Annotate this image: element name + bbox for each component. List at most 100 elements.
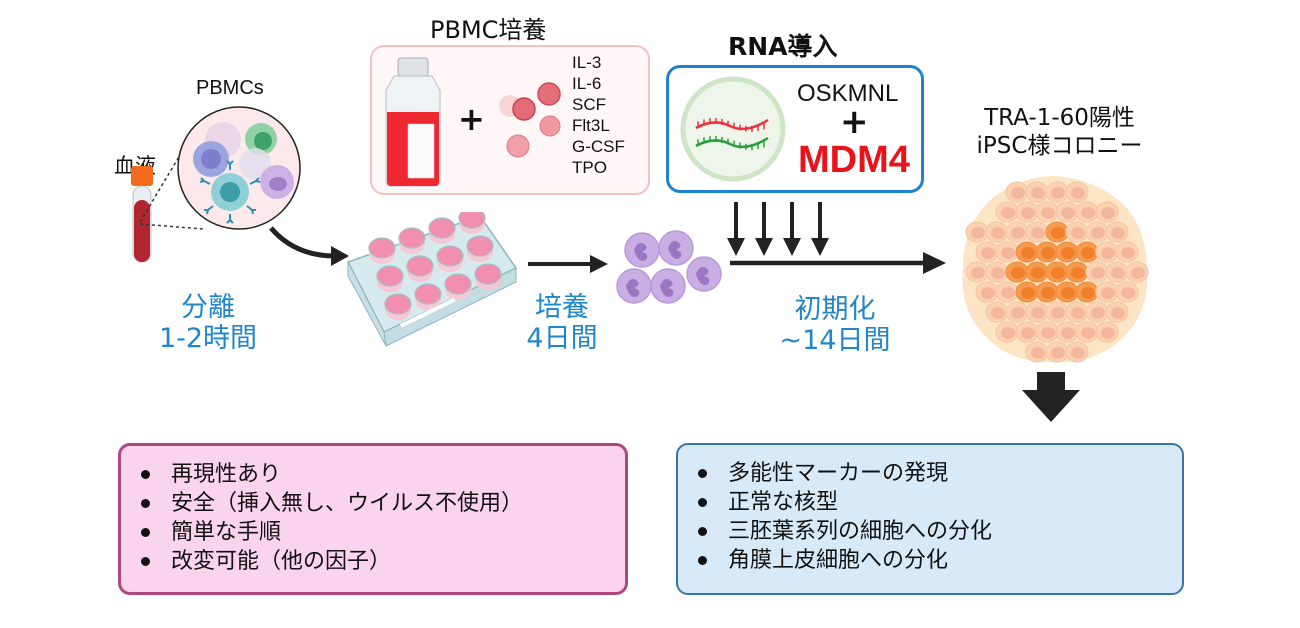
- colony-cell-nucleus: [1081, 207, 1095, 219]
- well-top: [414, 283, 442, 305]
- colony-cell-nucleus: [1021, 247, 1035, 259]
- advantage-item: 簡単な手順: [141, 518, 625, 547]
- isolation-label: 分離 1-2時間: [158, 292, 258, 354]
- colony-cell-nucleus: [1081, 247, 1095, 259]
- bullet-icon: [141, 528, 150, 537]
- advantage-item: 再現性あり: [141, 460, 625, 489]
- colony-cell-nucleus: [1071, 187, 1085, 199]
- arrow-down-head: [811, 238, 829, 256]
- colony-cell-nucleus: [1001, 247, 1015, 259]
- colony-cell-nucleus: [1061, 207, 1075, 219]
- plus-icon: +: [458, 100, 485, 138]
- colony-cell-nucleus: [1071, 227, 1085, 239]
- advantage-item: 安全（挿入無し、ウイルス不使用）: [141, 489, 625, 518]
- result-text: 多能性マーカーの発現: [728, 461, 949, 486]
- colony-cell-nucleus: [1071, 347, 1085, 359]
- bullet-icon: [141, 557, 150, 566]
- granulocyte-nucleus: [626, 278, 640, 297]
- bullet-icon: [698, 527, 707, 536]
- ipsc-colony-icon: [962, 176, 1149, 363]
- colony-cell-nucleus: [1061, 287, 1075, 299]
- bullet-icon: [698, 469, 707, 478]
- advantages-box: 再現性あり 安全（挿入無し、ウイルス不使用） 簡単な手順 改変可能（他の因子）: [118, 443, 628, 595]
- culture-duration: 4日間: [526, 323, 598, 354]
- mdm4-label: MDM4: [798, 139, 910, 181]
- colony-type: iPSC様コロニー: [976, 133, 1143, 159]
- colony-cell-nucleus: [1041, 207, 1055, 219]
- well-top: [474, 263, 502, 285]
- reprogramming-label: 初期化 ~14日間: [775, 294, 895, 356]
- colony-cell-nucleus: [991, 307, 1005, 319]
- advantage-text: 改変可能（他の因子）: [171, 549, 392, 574]
- bullet-icon: [141, 499, 150, 508]
- cytokine-item: TPO: [572, 158, 607, 177]
- result-item: 角膜上皮細胞への分化: [698, 546, 1182, 575]
- colony-cell-nucleus: [1001, 287, 1015, 299]
- colony-cell-nucleus: [1101, 207, 1115, 219]
- colony-marker: TRA-1-60陽性: [984, 105, 1135, 131]
- culture-step: 培養: [535, 292, 589, 323]
- granulocyte-nucleus: [668, 240, 682, 259]
- colony-cell-nucleus: [1031, 347, 1045, 359]
- result-text: 正常な核型: [728, 490, 839, 515]
- pbmcs-label: PBMCs: [196, 77, 264, 99]
- arrow-down-head: [727, 238, 745, 256]
- colony-cell-nucleus: [1031, 307, 1045, 319]
- results-box: 多能性マーカーの発現 正常な核型 三胚葉系列の細胞への分化 角膜上皮細胞への分化: [676, 443, 1184, 595]
- colony-cell-nucleus: [1121, 287, 1135, 299]
- colony-cell-nucleus: [1091, 227, 1105, 239]
- well-top: [436, 245, 464, 267]
- advantage-text: 簡単な手順: [171, 520, 282, 545]
- colony-cell-nucleus: [1111, 227, 1125, 239]
- cytokine-item: SCF: [572, 95, 606, 114]
- result-item: 多能性マーカーの発現: [698, 459, 1182, 488]
- colony-cell-nucleus: [1111, 307, 1125, 319]
- result-text: 三胚葉系列の細胞への分化: [728, 519, 993, 544]
- well-top: [458, 212, 486, 229]
- cytokine-item: Flt3L: [572, 116, 610, 135]
- transfection-arrows: [727, 202, 946, 274]
- colony-cell-nucleus: [1021, 287, 1035, 299]
- granulocyte-nucleus: [634, 242, 648, 261]
- granulocyte-nucleus: [660, 278, 674, 297]
- colony-cell-nucleus: [1101, 287, 1115, 299]
- colony-cell-nucleus: [981, 247, 995, 259]
- well-top: [428, 217, 456, 239]
- colony-cell-nucleus: [1001, 207, 1015, 219]
- colony-cell-nucleus: [1041, 247, 1055, 259]
- well-top: [398, 227, 426, 249]
- rna-transfection-title: RNA導入: [728, 32, 838, 61]
- well-top: [406, 255, 434, 277]
- well-plate-icon: [346, 212, 518, 347]
- arrow-down-head: [755, 238, 773, 256]
- bullet-icon: [141, 470, 150, 479]
- mrna-vesicle-icon: [680, 76, 786, 182]
- oskmnl-label: OSKMNL: [797, 80, 899, 107]
- curved-arrow-icon: [269, 226, 349, 266]
- colony-cell-nucleus: [1051, 307, 1065, 319]
- colony-cell-nucleus: [1041, 327, 1055, 339]
- well-top: [444, 273, 472, 295]
- colony-cell-nucleus: [1031, 267, 1045, 279]
- pbmc-culture-title: PBMC培養: [430, 16, 547, 44]
- colony-cell-nucleus: [1031, 227, 1045, 239]
- colony-cell-nucleus: [1051, 267, 1065, 279]
- colony-label: TRA-1-60陽性 iPSC様コロニー: [962, 104, 1157, 160]
- colony-cell-nucleus: [1011, 267, 1025, 279]
- cytokine-item: IL-3: [572, 53, 602, 72]
- colony-cell-nucleus: [1021, 207, 1035, 219]
- cytokine-list: IL-3 IL-6 SCF Flt3L G-CSF TPO: [572, 52, 625, 178]
- colony-cell-nucleus: [1051, 187, 1065, 199]
- arrow-down-icon: [1022, 372, 1080, 422]
- granulocyte-nucleus: [696, 266, 710, 285]
- culture-label: 培養 4日間: [512, 292, 612, 354]
- cytokine-item: IL-6: [572, 74, 602, 93]
- isolation-duration: 1-2時間: [158, 323, 258, 354]
- colony-cell-nucleus: [1061, 247, 1075, 259]
- reprogramming-duration: ~14日間: [779, 325, 891, 356]
- colony-cell-nucleus: [1101, 247, 1115, 259]
- reprogramming-step: 初期化: [794, 294, 876, 325]
- arrow-down-head: [783, 238, 801, 256]
- colony-cell-nucleus: [1071, 267, 1085, 279]
- cytokine-dots-icon: [499, 82, 561, 158]
